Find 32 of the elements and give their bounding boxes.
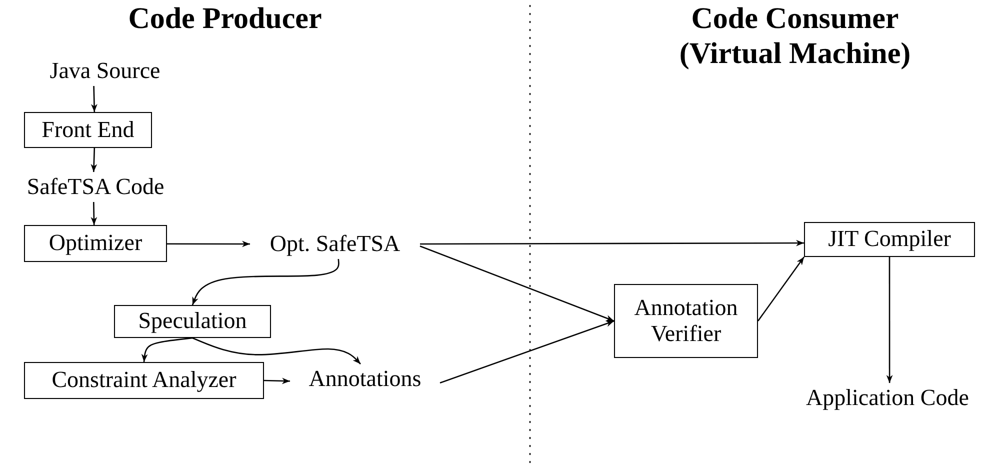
arrow	[757, 256, 805, 322]
arrow	[886, 257, 893, 383]
arrow	[264, 378, 290, 384]
process-box	[24, 362, 264, 399]
arrow	[420, 246, 614, 322]
arrow	[91, 86, 98, 112]
arrow	[90, 202, 98, 226]
data-label: Opt. SafeTSA	[270, 230, 400, 258]
arrow	[420, 240, 804, 246]
box-label: Annotation Verifier	[633, 294, 739, 348]
box-label: Optimizer	[48, 230, 142, 257]
section-heading: Code Producer	[127, 2, 323, 36]
data-label: Java Source	[50, 58, 160, 84]
box-label: Constraint Analyzer	[52, 367, 236, 394]
arrow	[192, 337, 361, 364]
arrow	[167, 240, 250, 248]
arrow	[192, 258, 340, 306]
arrow	[90, 148, 98, 172]
process-box	[614, 284, 758, 358]
process-box	[24, 225, 167, 262]
process-box	[804, 222, 975, 257]
data-label: Application Code	[806, 384, 969, 412]
arrow	[141, 337, 193, 362]
section-heading: Code Consumer (Virtual Machine)	[678, 2, 912, 71]
box-label: Front End	[42, 116, 134, 144]
box-label: JIT Compiler	[828, 226, 951, 253]
box-label: Speculation	[138, 308, 247, 335]
data-label: Annotations	[308, 366, 422, 392]
arrow	[440, 320, 614, 384]
process-box	[24, 112, 152, 148]
process-box	[114, 305, 271, 338]
data-label: SafeTSA Code	[26, 174, 164, 200]
